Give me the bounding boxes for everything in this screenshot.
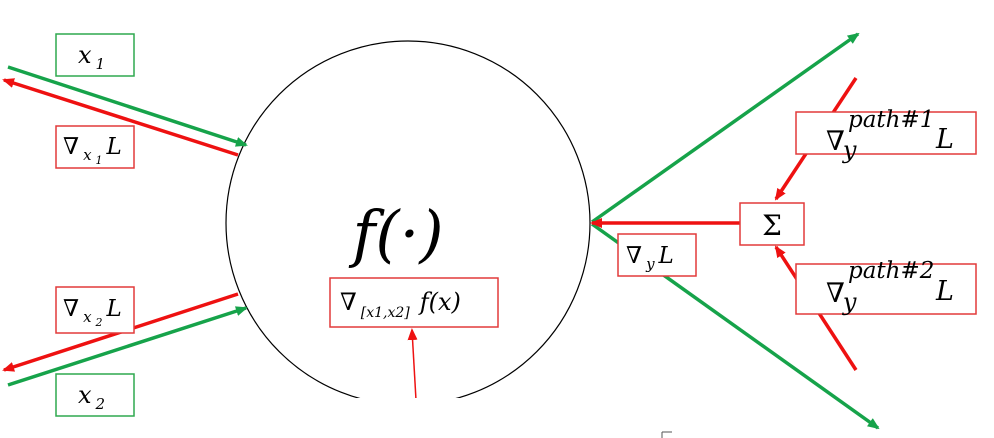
input-x2-box bbox=[55, 373, 135, 417]
grad-x2-nabla: ∇ bbox=[63, 296, 79, 322]
path1-nabla: ∇ bbox=[826, 126, 845, 157]
path1-box bbox=[795, 111, 977, 155]
input-x2-sub: 2 bbox=[95, 395, 106, 413]
local-gradient-subscript: [x1,x2] bbox=[361, 305, 411, 321]
grad-y-label: ∇ y L bbox=[626, 243, 674, 273]
local-gradient-arrow bbox=[407, 328, 418, 401]
local-gradient-body: f(x) bbox=[418, 288, 461, 316]
grad-x2-box bbox=[55, 286, 135, 334]
backward-arrow-x1 bbox=[2, 78, 239, 157]
path2-box bbox=[795, 263, 977, 315]
input-x1-base: x bbox=[78, 41, 92, 69]
grad-x2-sub-index: 2 bbox=[95, 316, 103, 329]
path1-sub: y bbox=[842, 136, 857, 164]
path1-sup: path#1 bbox=[848, 107, 934, 133]
path1-loss: L bbox=[935, 124, 954, 155]
grad-x1-sub-index: 1 bbox=[96, 154, 103, 167]
local-gradient-box bbox=[329, 277, 499, 328]
forward-arrow-output-1 bbox=[590, 32, 860, 224]
grad-y-nabla: ∇ bbox=[626, 243, 642, 269]
grad-x1-sub-base: x bbox=[83, 146, 92, 164]
grad-y-loss: L bbox=[658, 243, 674, 269]
grad-x2-label: ∇ x 2 L bbox=[63, 296, 122, 330]
forward-arrow-x1 bbox=[7, 65, 248, 147]
grad-x1-nabla: ∇ bbox=[63, 134, 79, 160]
path2-loss: L bbox=[935, 276, 954, 307]
bottom-mask bbox=[210, 398, 660, 438]
sum-box bbox=[739, 202, 805, 246]
grad-x1-label: ∇ x 1 L bbox=[63, 134, 122, 168]
grad-x2-loss: L bbox=[106, 296, 122, 322]
grad-x1-loss: L bbox=[106, 134, 122, 160]
sum-symbol: Σ bbox=[762, 209, 782, 242]
function-label: f(·) bbox=[348, 197, 443, 270]
path2-sub: y bbox=[842, 288, 857, 316]
input-x1-label: x 1 bbox=[78, 41, 105, 73]
forward-arrow-x2 bbox=[7, 306, 248, 387]
path2-sup: path#2 bbox=[848, 258, 934, 284]
input-x1-sub: 1 bbox=[96, 55, 106, 73]
grad-y-sub: y bbox=[645, 255, 655, 273]
input-x1-box bbox=[55, 33, 135, 77]
grad-y-box bbox=[617, 233, 697, 277]
path1-label: ∇ y bbox=[826, 126, 857, 164]
path2-label: ∇ y bbox=[826, 278, 857, 316]
local-gradient-nabla: ∇ bbox=[340, 288, 357, 316]
input-x2-label: x 2 bbox=[78, 381, 105, 413]
input-x2-base: x bbox=[78, 381, 92, 409]
grad-x2-sub-base: x bbox=[83, 308, 92, 326]
path2-nabla: ∇ bbox=[826, 278, 845, 309]
grad-x1-box bbox=[55, 125, 135, 169]
local-gradient-label: ∇ [x1,x2] f(x) bbox=[340, 288, 461, 321]
